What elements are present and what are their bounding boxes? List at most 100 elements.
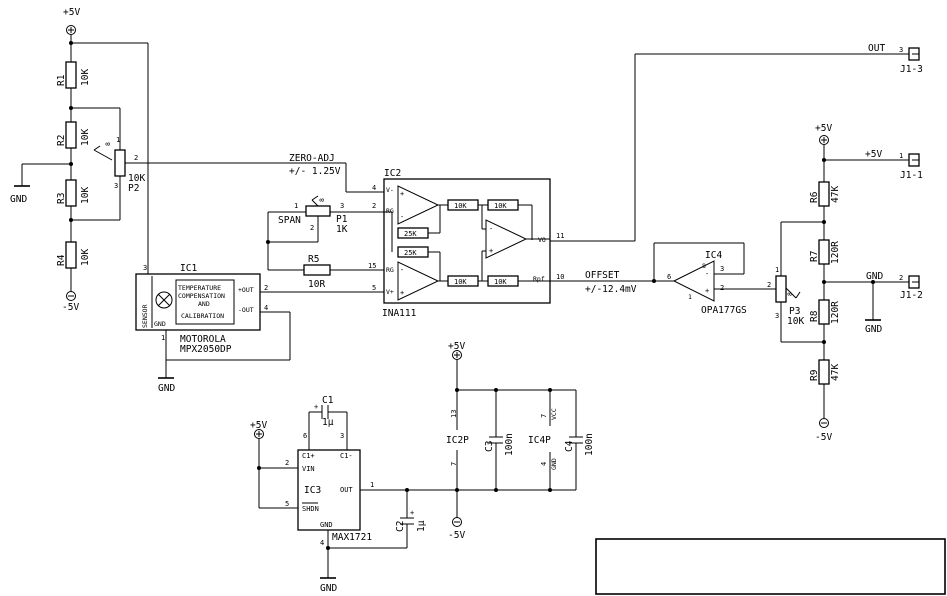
potentiometer-p1 <box>305 205 331 217</box>
ic1-pressure-sensor: IC1 SENSOR TEMPERATURE COMPENSATION AND … <box>135 263 384 394</box>
ic4p-pin4: 4 <box>540 462 548 466</box>
offset-range: +/-12.4mV <box>585 284 637 295</box>
resistor-r5 <box>303 264 331 276</box>
potentiometer-p2 <box>114 149 126 177</box>
r2-ref: R2 <box>56 135 67 146</box>
ic2-r10k-a-label: 10K <box>454 202 467 210</box>
ic3-vin-label: VIN <box>302 465 315 473</box>
r3-ref: R3 <box>56 193 67 204</box>
divider-chain: +5V R1 10K 1 R2 10K GND R3 10K 3 R4 10K <box>10 7 346 313</box>
j11-label: J1-1 <box>900 170 923 181</box>
r5-ref: R5 <box>308 254 319 265</box>
ic2p-pin7: 7 <box>450 462 458 466</box>
ic3-ref: IC3 <box>304 485 321 496</box>
p2-ref: P2 <box>128 183 139 194</box>
ic3-out-label: OUT <box>340 486 353 494</box>
power-decoupling: +5V 13 IC2P 7 -5V C3 100n 7 VCC IC4P 4 G… <box>446 341 595 541</box>
svg-text:-: - <box>400 213 404 221</box>
ic2-pin11: 11 <box>556 232 564 240</box>
svg-text:-: - <box>400 266 404 274</box>
resistor-r6 <box>818 181 830 207</box>
ic2-vm-label: V- <box>386 186 394 194</box>
ic2-vp-label: V+ <box>386 288 394 296</box>
p2-pin3: 3 <box>114 182 118 190</box>
ic3-pin6: 6 <box>303 432 307 440</box>
p1-pin2: 2 <box>310 224 314 232</box>
svg-text:+: + <box>400 190 404 198</box>
p2-pin2: 2 <box>134 154 138 162</box>
ic2-pin5: 5 <box>372 284 376 292</box>
right-gnd-label: GND <box>866 271 883 282</box>
title-block <box>595 538 946 595</box>
p2-wiper-pin: 8 <box>104 142 112 146</box>
ic4p-pin7: 7 <box>540 414 548 418</box>
pwr-m5-label: -5V <box>448 530 465 541</box>
ic2-instrumentation-amp: IC2 INA111 V- RG RG V+ VO Rpf +- -+ 10K … <box>382 53 909 319</box>
ic3-c1m-label: C1- <box>340 452 353 460</box>
ic2-input-amp-b <box>397 261 440 301</box>
p2-value: 10K <box>128 173 145 184</box>
r5-value: 10R <box>308 279 325 290</box>
r6-ref: R6 <box>809 191 820 203</box>
ic2-pin2: 2 <box>372 202 376 210</box>
ic3-pin2: 2 <box>285 459 289 467</box>
ic4p-ref: IC4P <box>528 435 551 446</box>
r3-value: 10K <box>80 187 91 204</box>
p1-span-label: SPAN <box>278 215 301 226</box>
ic3-pin5: 5 <box>285 500 289 508</box>
svg-text:-: - <box>489 225 493 233</box>
out-net-label: OUT <box>868 43 885 54</box>
ic4p-vcc: VCC <box>550 408 558 420</box>
p1-value: 1K <box>336 224 348 235</box>
ic1-pin1: 1 <box>161 334 165 342</box>
ic2p-ref: IC2P <box>446 435 469 446</box>
ic1-maker: MOTOROLA <box>180 334 226 345</box>
gain-network: ZERO-ADJ +/- 1.25V 4 1 3 2 8 2 SPAN P1 1… <box>266 153 384 292</box>
ic3-pin3: 3 <box>340 432 344 440</box>
c1-value: 1µ <box>322 417 334 428</box>
r6-value: 47K <box>830 186 841 203</box>
ic4-ref: IC4 <box>705 250 722 261</box>
ic4-pin3: 3 <box>720 265 724 273</box>
c3-ref: C3 <box>484 441 495 452</box>
ic2-ref: IC2 <box>384 168 401 179</box>
p1-ref: P1 <box>336 214 348 225</box>
svg-text:-: - <box>705 270 709 278</box>
ic2-rg-label-bottom: RG <box>386 266 394 274</box>
right-m5-label: -5V <box>815 432 832 443</box>
c1-ref: C1 <box>322 395 334 406</box>
ic2p-pin13: 13 <box>450 410 458 418</box>
p3-value: 10K <box>787 316 804 327</box>
potentiometer-p3 <box>775 275 787 303</box>
ic3-c1p-label: C1+ <box>302 452 315 460</box>
svg-text:+: + <box>489 247 493 255</box>
ic4-pin6: 6 <box>667 273 671 281</box>
p2-pin1: 1 <box>116 136 120 144</box>
p1-wiper-pin: 8 <box>318 198 326 202</box>
ic4-buffer: 6 IC4 OPA177GS -+ 81 3 2 2 <box>652 242 776 316</box>
right-gnd-symbol-label: GND <box>865 324 882 335</box>
ic3-part: MAX1721 <box>332 532 372 543</box>
p3-pin1: 1 <box>775 266 779 274</box>
r1-value: 10K <box>80 69 91 86</box>
j13-label: J1-3 <box>900 64 923 75</box>
r8-ref: R8 <box>809 310 820 322</box>
r7-ref: R7 <box>809 251 820 262</box>
ic4-pin2: 2 <box>720 284 724 292</box>
ic1-outm-label: -OUT <box>238 306 254 314</box>
svg-text:+: + <box>410 509 414 517</box>
ic1-gnd-label: GND <box>158 383 175 394</box>
r2-value: 10K <box>80 129 91 146</box>
r4-ref: R4 <box>56 254 67 266</box>
p3-wiper-pin: 8 <box>786 292 794 296</box>
j13-pin3: 3 <box>899 46 903 54</box>
zero-adj-range: +/- 1.25V <box>289 166 341 177</box>
supply-p5-label: +5V <box>63 7 80 18</box>
ic3-p5-label: +5V <box>250 420 267 431</box>
ic1-pin4: 4 <box>264 304 268 312</box>
svg-text:+: + <box>314 403 318 411</box>
r8-value: 120R <box>830 301 841 324</box>
ic4p-gnd: GND <box>550 458 558 470</box>
ic3-pin1: 1 <box>370 481 374 489</box>
